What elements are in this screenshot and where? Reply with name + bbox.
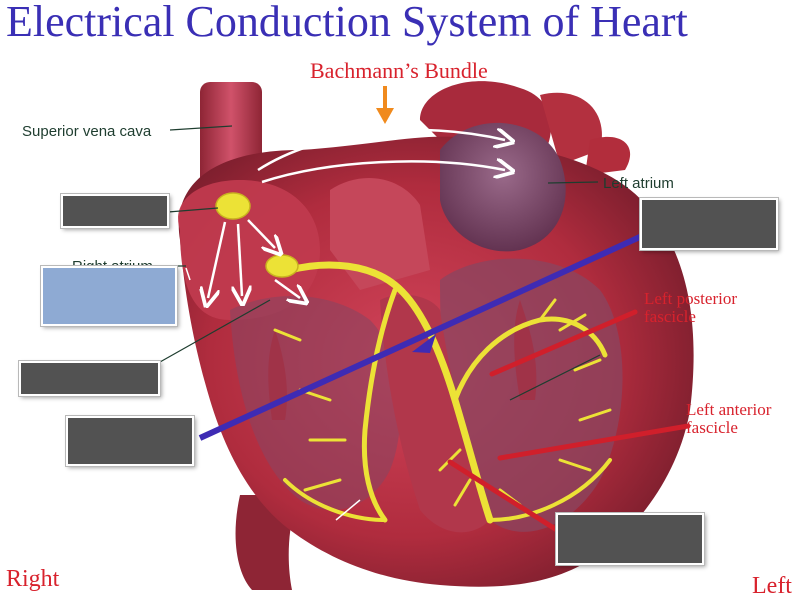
bachmann-arrow [376, 86, 394, 124]
purple-pointer-line [198, 233, 644, 441]
sa-node [215, 192, 251, 220]
bachmann-label: Bachmann’s Bundle [310, 58, 488, 83]
grey-pointer-lines [509, 354, 601, 401]
white-leader-lines [185, 267, 361, 521]
purkinje-fibers-box[interactable] [556, 513, 704, 565]
bundle-of-his-box[interactable] [19, 361, 160, 396]
av-node [265, 254, 299, 278]
av-node-box[interactable] [41, 266, 177, 326]
left-atrium-label: Left atrium [603, 175, 674, 192]
red-pointer-lines [447, 309, 691, 535]
conduction-pathway [273, 261, 612, 524]
propagation-arrows [208, 130, 505, 298]
left-anterior-fascicle-label-2: fascicle [686, 418, 738, 437]
right-side-label: Right [6, 566, 60, 592]
svc-label: Superior vena cava [22, 123, 152, 140]
left-posterior-fascicle-label-2: fascicle [644, 307, 696, 326]
right-bundle-branch-box[interactable] [66, 416, 194, 466]
sa-node-box[interactable] [61, 194, 169, 228]
left-anterior-fascicle-label-1: Left anterior [686, 400, 772, 419]
left-posterior-fascicle-label-1: Left posterior [644, 289, 737, 308]
page-title: Electrical Conduction System of Heart [6, 0, 688, 46]
left-side-label: Left [752, 573, 792, 599]
purple-pointer-head [412, 334, 436, 353]
left-bundle-branch-box[interactable] [640, 198, 778, 250]
